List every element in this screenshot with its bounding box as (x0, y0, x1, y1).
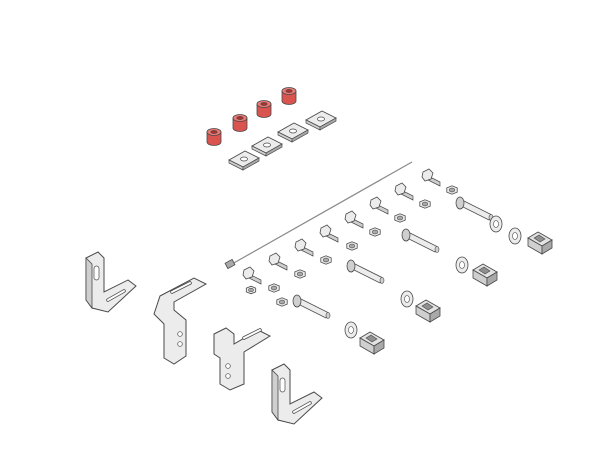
red-spacer (256, 100, 272, 118)
short-bolt (421, 168, 441, 187)
hex-nut (245, 285, 257, 295)
red-spacer (232, 114, 248, 132)
short-bolt (369, 196, 389, 215)
mounting-bracket (85, 251, 137, 313)
slotted-plate (305, 110, 337, 131)
red-spacer (281, 87, 297, 105)
slotted-plate (228, 150, 260, 171)
square-nut-block (359, 331, 385, 355)
square-nut-block (527, 231, 553, 255)
hex-nut (419, 199, 431, 209)
short-bolt (344, 210, 364, 229)
long-bolt (455, 196, 494, 221)
hex-nut (446, 185, 458, 195)
flat-washer (489, 215, 503, 233)
hex-nut (346, 241, 358, 251)
square-nut-block (472, 263, 498, 287)
mounting-bracket (271, 363, 323, 425)
long-bolt (292, 294, 331, 319)
hex-nut (294, 269, 306, 279)
hex-nut (320, 255, 332, 265)
hex-nut (268, 283, 280, 293)
short-bolt (319, 224, 339, 243)
long-bolt (346, 259, 385, 284)
hex-nut (394, 213, 406, 223)
pull-wire (224, 161, 413, 270)
short-bolt (242, 266, 262, 285)
square-nut-block (415, 299, 441, 323)
mounting-bracket (213, 327, 272, 391)
slotted-plate (251, 136, 283, 157)
flat-washer (400, 290, 414, 308)
hex-nut (276, 297, 288, 307)
slotted-plate (277, 122, 309, 143)
short-bolt (394, 182, 414, 201)
hex-nut (369, 227, 381, 237)
flat-washer (508, 227, 522, 245)
short-bolt (294, 238, 314, 257)
red-spacer (206, 128, 222, 146)
flat-washer (344, 321, 358, 339)
long-bolt (401, 228, 440, 253)
short-bolt (268, 252, 288, 271)
mounting-bracket (153, 277, 208, 365)
flat-washer (455, 256, 469, 274)
